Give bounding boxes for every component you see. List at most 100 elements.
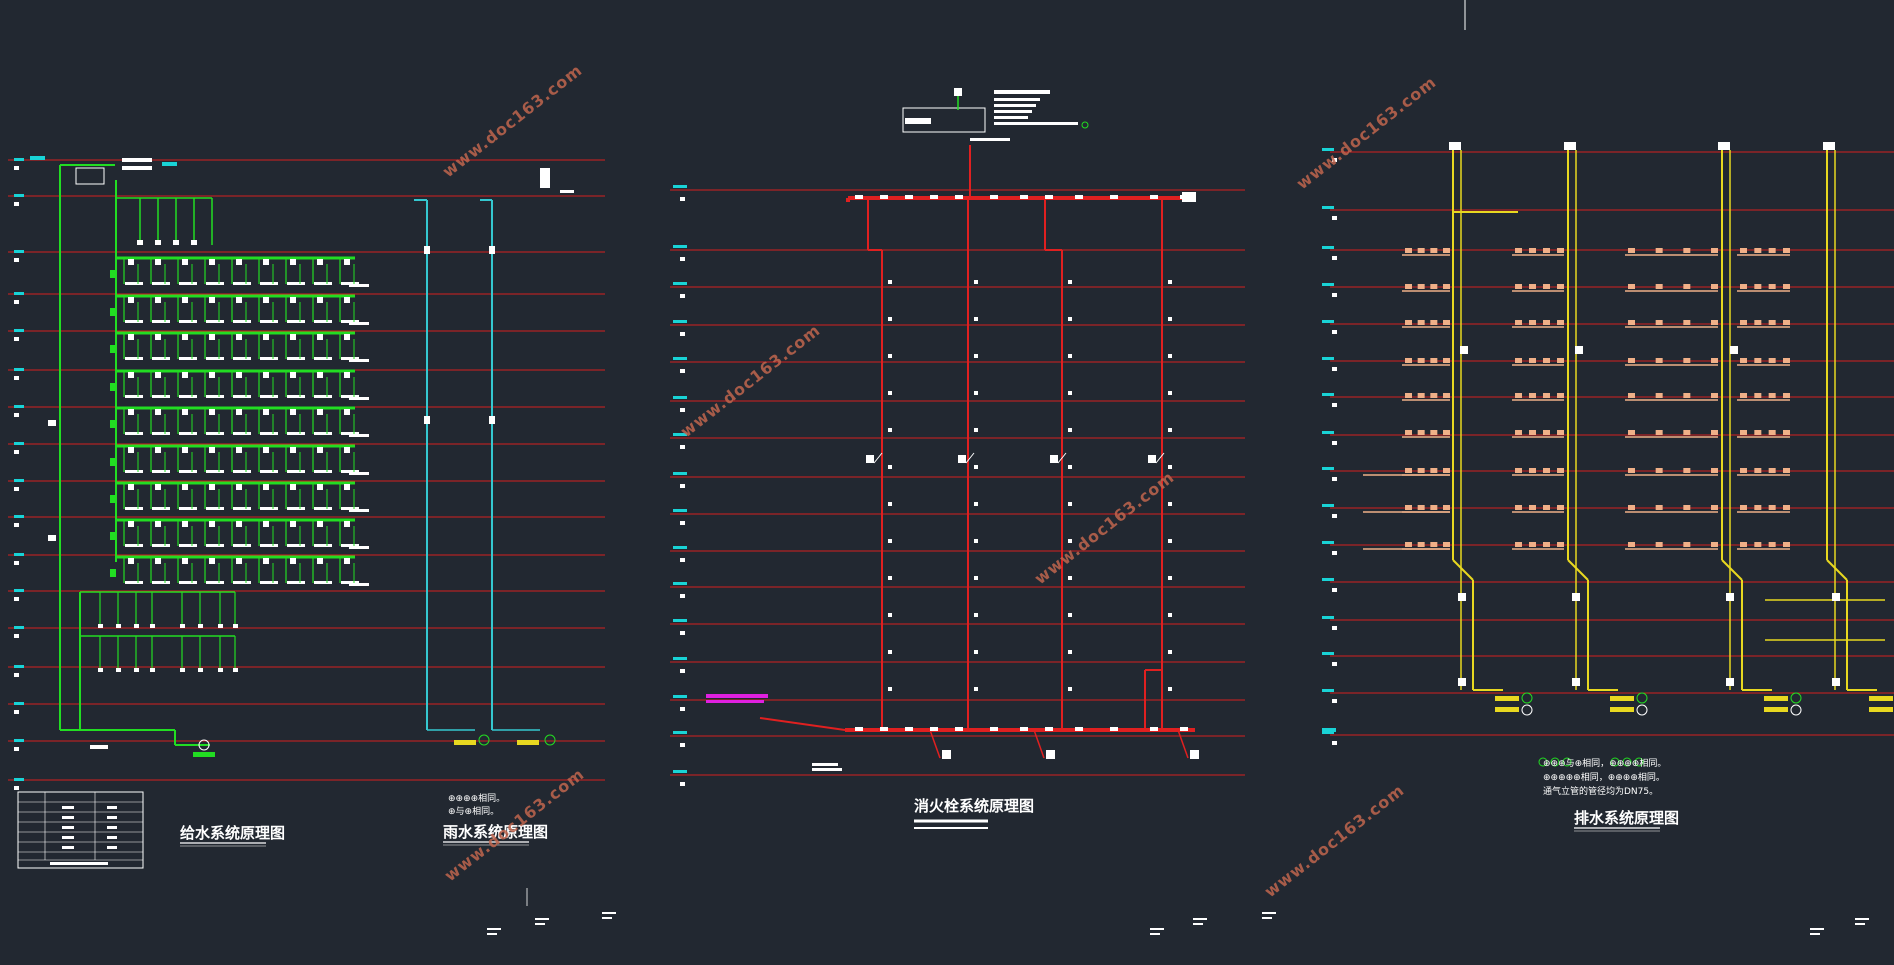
drainage-note-3: 通气立管的管径均为DN75。 [1543,785,1658,797]
watermark-2: www.doc163.com [1293,72,1440,193]
elevation-mark [14,158,24,161]
elevation-dot [1332,741,1337,745]
rainwater-diagram [414,168,574,746]
elevation-dot [1332,256,1337,260]
elevation-dot [680,743,685,747]
elevation-mark [673,320,687,323]
elevation-mark [14,702,24,705]
elevation-mark [673,695,687,698]
elevation-mark [673,357,687,360]
elevation-dot [14,376,19,380]
elevation-dot [1332,293,1337,297]
elevation-mark [14,739,24,742]
elevation-mark [14,515,24,518]
rainwater-note-1: ⊕⊕⊕⊕相同。 [448,792,505,804]
elevation-dot [680,408,685,412]
elevation-mark [673,396,687,399]
elevation-dot [1332,551,1337,555]
elevation-mark [1322,467,1334,470]
elevation-dot [680,197,685,201]
elevation-mark [673,245,687,248]
elevation-dot [14,597,19,601]
elevation-mark [673,657,687,660]
elevation-mark [1322,689,1334,692]
fire-hydrant-diagram [706,88,1199,771]
drainage-title: 排水系统原理图 [1574,809,1679,827]
elevation-dot [680,782,685,786]
elevation-dot [14,300,19,304]
elevation-dot [14,413,19,417]
elevation-dot [14,523,19,527]
elevation-dot [1332,403,1337,407]
elevation-dot [1332,158,1337,162]
elevation-mark [1322,578,1334,581]
elevation-dot [14,337,19,341]
water-supply-diagram [30,156,369,757]
elevation-dot [14,487,19,491]
elevation-dot [1332,699,1337,703]
elevation-dot [680,707,685,711]
elevation-dot [1332,588,1337,592]
elevation-mark [673,546,687,549]
elevation-mark [14,194,24,197]
elevation-mark [673,472,687,475]
elevation-mark [1322,504,1334,507]
elevation-mark [14,292,24,295]
elevation-mark [1322,652,1334,655]
elevation-mark [1322,393,1334,396]
fire-water-tank [902,107,986,133]
elevation-mark [1322,616,1334,619]
elevation-mark [14,665,24,668]
elevation-mark [673,731,687,734]
elevation-mark [14,479,24,482]
roof-tank [75,167,105,185]
elevation-dot [14,710,19,714]
watermark-3: www.doc163.com [677,320,824,441]
elevation-mark [14,368,24,371]
elevation-dot [680,558,685,562]
drainage-diagram [1322,142,1893,767]
watermark-1: www.doc163.com [439,60,586,181]
fixture-legend-table [17,791,144,869]
elevation-dot [680,669,685,673]
elevation-mark [673,509,687,512]
elevation-dot [680,257,685,261]
elevation-dot [1332,626,1337,630]
elevation-dot [680,594,685,598]
elevation-mark [14,626,24,629]
elevation-dot [1332,367,1337,371]
elevation-dot [14,786,19,790]
legend-and-title-blocks [17,0,1869,935]
pump-adapter [706,694,768,698]
elevation-mark [1322,206,1334,209]
elevation-dot [1332,216,1337,220]
elevation-dot [14,561,19,565]
elevation-mark [1322,246,1334,249]
elevation-dot [14,450,19,454]
elevation-dot [1332,477,1337,481]
elevation-dot [14,673,19,677]
elevation-dot [1332,330,1337,334]
elevation-dot [14,166,19,170]
elevation-dot [680,521,685,525]
elevation-dot [1332,441,1337,445]
drainage-note-2: ⊕⊕⊕⊕⊕相同，⊕⊕⊕⊕相同。 [1543,771,1665,783]
elevation-mark [673,185,687,188]
elevation-mark [1322,357,1334,360]
elevation-mark [673,433,687,436]
elevation-mark [14,442,24,445]
watermark-6: www.doc163.com [1261,780,1408,901]
elevation-dot [14,202,19,206]
elevation-mark [14,329,24,332]
elevation-dot [1332,662,1337,666]
elevation-dot [680,332,685,336]
elevation-dot [680,445,685,449]
elevation-mark [1322,431,1334,434]
elevation-dot [680,369,685,373]
elevation-mark [14,553,24,556]
rainwater-title: 雨水系统原理图 [443,823,548,841]
elevation-mark [14,778,24,781]
elevation-mark [14,250,24,253]
